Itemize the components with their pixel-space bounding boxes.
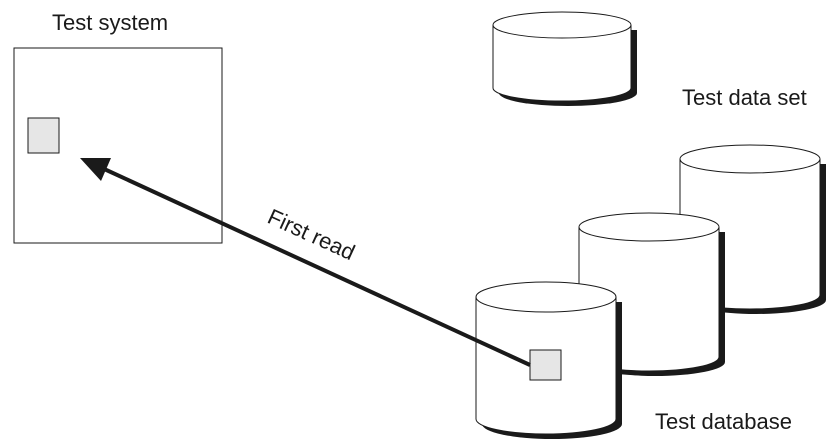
arrowhead-icon	[80, 158, 111, 181]
test-system-label: Test system	[52, 10, 168, 35]
first-read-label: First read	[264, 204, 359, 265]
test-system-record	[27, 117, 60, 154]
first-read-arrow	[80, 158, 531, 367]
test-data-set-cylinder	[492, 11, 637, 106]
test-database-cylinder	[475, 281, 622, 439]
test-database-record	[529, 349, 562, 381]
test-database-label: Test database	[655, 409, 792, 434]
test-data-set-label: Test data set	[682, 85, 807, 110]
